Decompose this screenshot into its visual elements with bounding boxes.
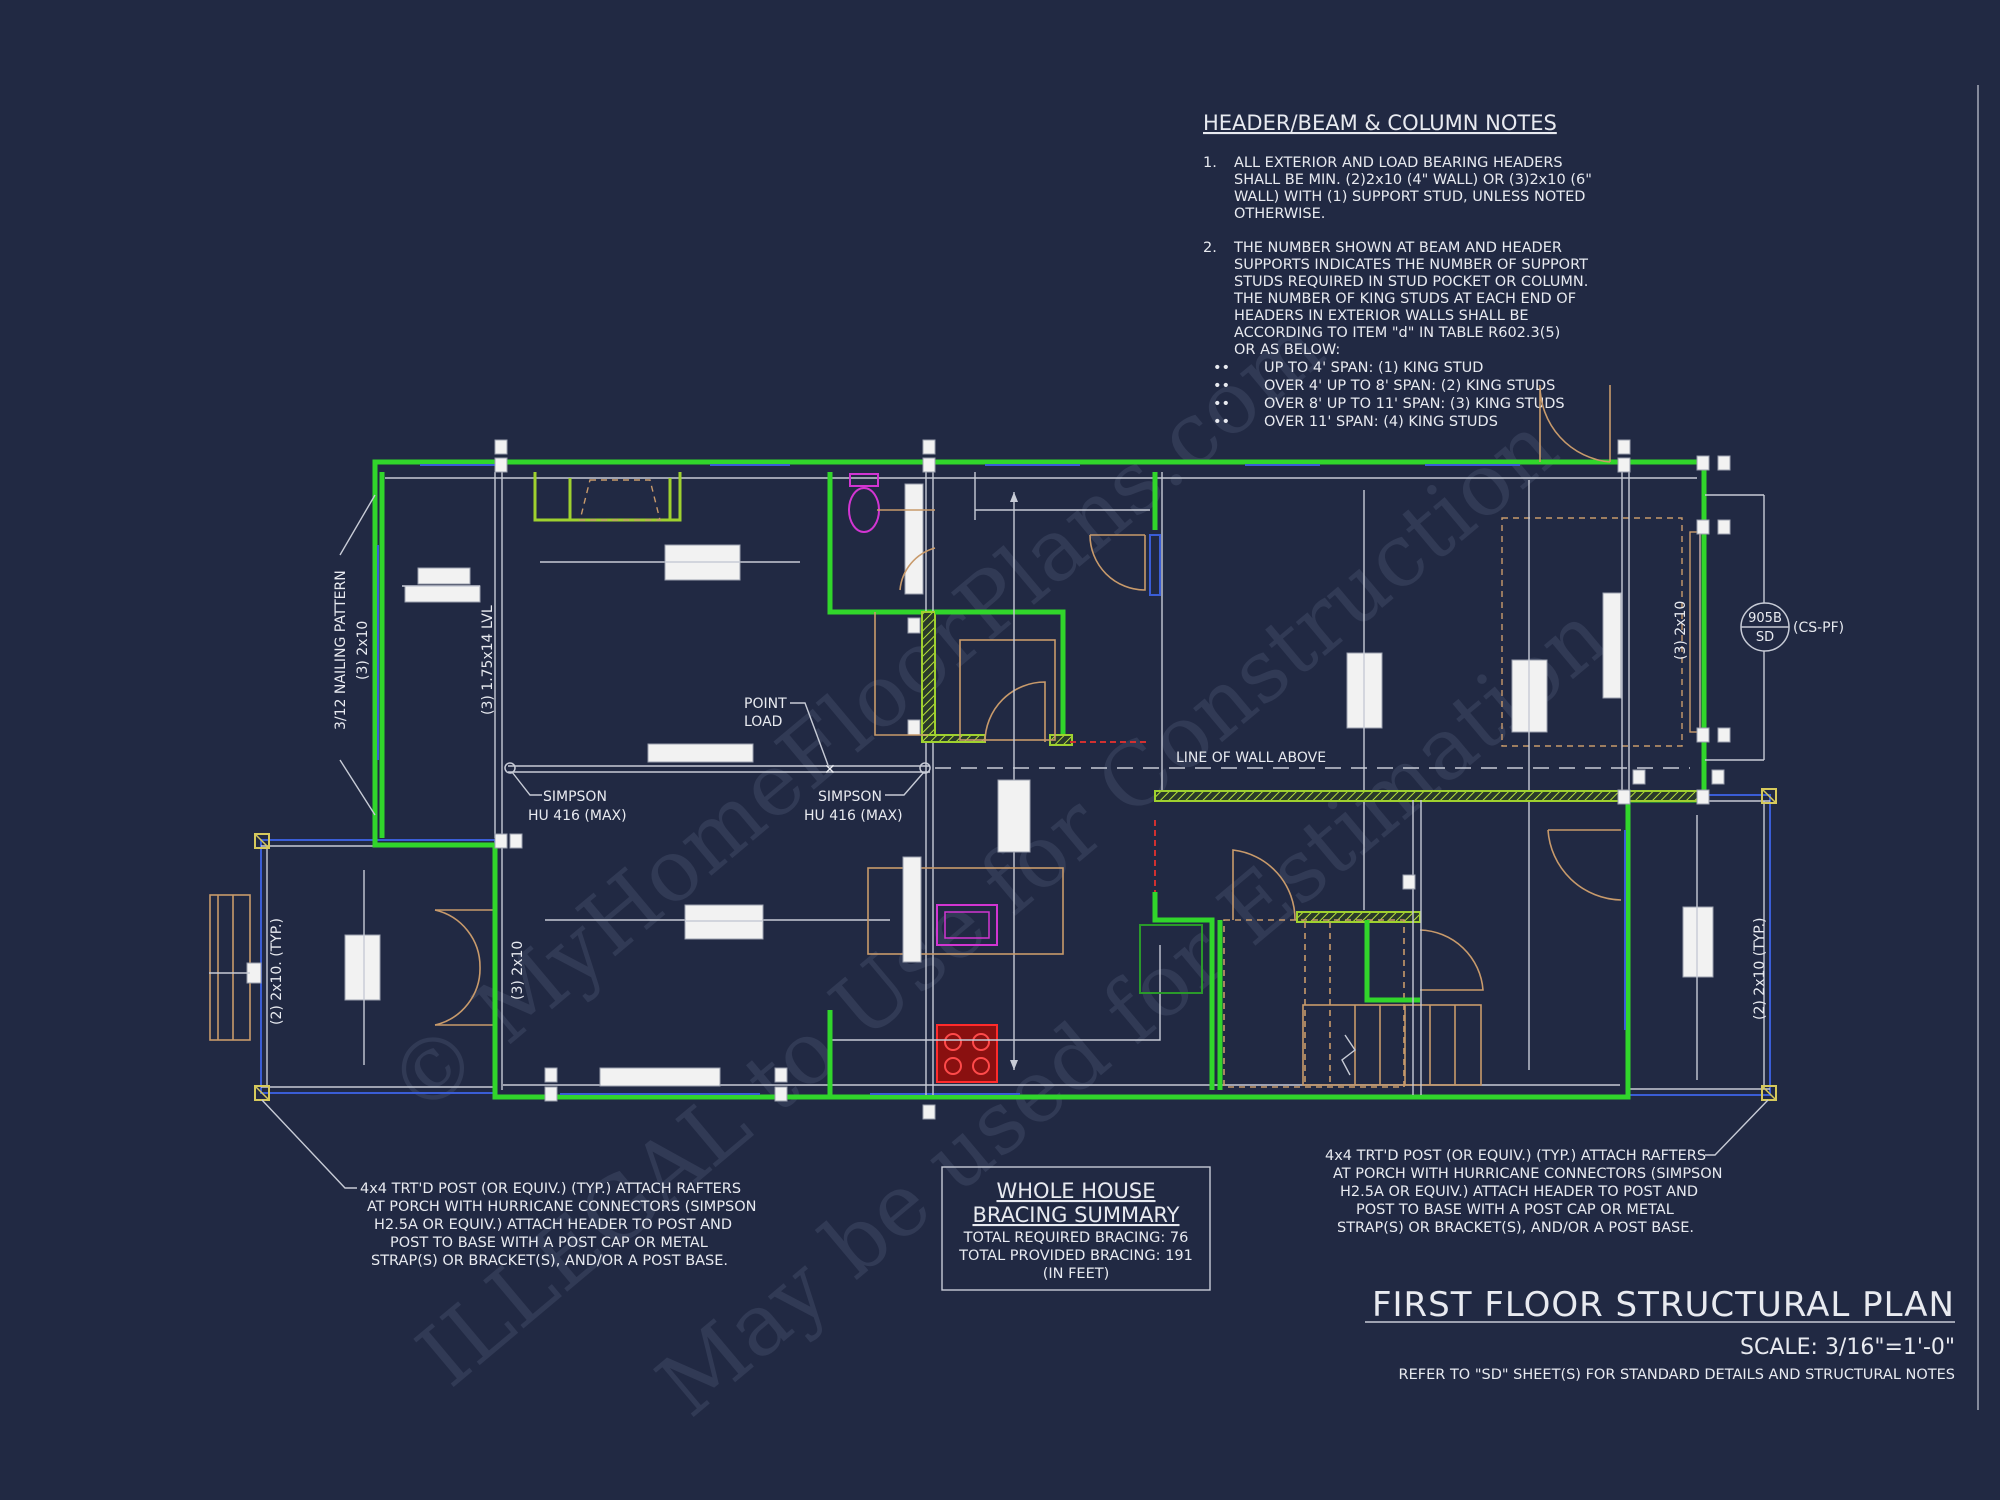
point-load-marker: ✕ — [824, 762, 836, 778]
porch-post-icon — [254, 833, 270, 849]
note-2-line: STUDS REQUIRED IN STUD POCKET OR COLUMN. — [1234, 274, 1588, 290]
note-2-line: THE NUMBER SHOWN AT BEAM AND HEADER — [1233, 240, 1562, 256]
right-post-note-line: POST TO BASE WITH A POST CAP OR METAL — [1356, 1202, 1674, 1218]
detail-callout-bottom: SD — [1756, 630, 1774, 645]
plan-title: FIRST FLOOR STRUCTURAL PLAN — [1372, 1285, 1955, 1325]
note-2-line: SUPPORTS INDICATES THE NUMBER OF SUPPORT — [1234, 257, 1588, 273]
porch-label-block — [344, 934, 381, 1001]
right-rooms: (3) 2x10 905B SD (CS-PF) — [1152, 384, 1844, 1070]
note-2-line: ACCORDING TO ITEM "d" IN TABLE R602.3(5) — [1234, 325, 1560, 341]
exterior-walls — [372, 459, 1707, 1100]
notes-title: HEADER/BEAM & COLUMN NOTES — [1203, 111, 1557, 135]
left-post-note-line: 4x4 TRT'D POST (OR EQUIV.) (TYP.) ATTACH… — [360, 1181, 741, 1197]
left-post-note-line: AT PORCH WITH HURRICANE CONNECTORS (SIMP… — [367, 1199, 757, 1215]
left-post-note-line: H2.5A OR EQUIV.) ATTACH HEADER TO POST A… — [374, 1217, 732, 1233]
note-1-line: SHALL BE MIN. (2)2x10 (4" WALL) OR (3)2x… — [1234, 172, 1592, 188]
plan-scale: SCALE: 3/16"=1'-0" — [1740, 1335, 1955, 1360]
bullet-glyph: •• — [1213, 396, 1230, 412]
simpson-right-label: SIMPSON — [818, 789, 882, 805]
bullet-item: OVER 8' UP TO 11' SPAN: (3) KING STUDS — [1264, 396, 1565, 412]
line-of-wall-above-label: LINE OF WALL ABOVE — [1176, 750, 1326, 766]
right-post-note-line: STRAP(S) OR BRACKET(S), AND/OR A POST BA… — [1337, 1220, 1694, 1236]
porch-step — [209, 894, 251, 1041]
bracing-title-2: BRACING SUMMARY — [972, 1203, 1179, 1227]
note-1-line: OTHERWISE. — [1234, 206, 1325, 222]
simpson-left-label: HU 416 (MAX) — [528, 808, 627, 824]
note-1-number: 1. — [1203, 155, 1217, 171]
left-post-note: 4x4 TRT'D POST (OR EQUIV.) (TYP.) ATTACH… — [261, 1099, 757, 1269]
porch-post-icon — [1761, 788, 1777, 804]
bullet-glyph: •• — [1213, 360, 1230, 376]
stair-area — [1152, 800, 1484, 1095]
detail-callout-top: 905B — [1748, 611, 1782, 626]
title-block: FIRST FLOOR STRUCTURAL PLAN SCALE: 3/16"… — [1365, 1285, 1955, 1383]
entry-header-label: (3) 2x10 — [510, 941, 526, 1000]
simpson-left-label: SIMPSON — [543, 789, 607, 805]
note-2-line: OR AS BELOW: — [1234, 342, 1340, 358]
header-beam-notes: HEADER/BEAM & COLUMN NOTES 1. ALL EXTERI… — [1203, 111, 1592, 430]
right-post-note-line: H2.5A OR EQUIV.) ATTACH HEADER TO POST A… — [1340, 1184, 1698, 1200]
bullet-glyph: •• — [1213, 414, 1230, 430]
bullet-item: UP TO 4' SPAN: (1) KING STUD — [1264, 360, 1483, 376]
left-wing: 3/12 NAILING PATTERN (3) 2x10 (3) 1.75x1… — [333, 472, 503, 1090]
point-load-label: LOAD — [744, 714, 782, 730]
plan-refer-note: REFER TO "SD" SHEET(S) FOR STANDARD DETA… — [1399, 1367, 1955, 1383]
left-post-note-line: POST TO BASE WITH A POST CAP OR METAL — [390, 1235, 708, 1251]
kitchen — [827, 856, 1203, 1095]
bullet-item: OVER 4' UP TO 8' SPAN: (2) KING STUDS — [1264, 378, 1555, 394]
line-of-wall-above: LINE OF WALL ABOVE — [935, 750, 1705, 802]
left-wing-header-label: (3) 2x10 — [355, 621, 371, 680]
right-porch: (2) 2x10 (TYP.) — [1547, 788, 1777, 1101]
left-post-note-line: STRAP(S) OR BRACKET(S), AND/OR A POST BA… — [371, 1253, 728, 1269]
note-2-line: THE NUMBER OF KING STUDS AT EACH END OF — [1233, 291, 1576, 307]
bracing-title-1: WHOLE HOUSE — [996, 1179, 1155, 1203]
bracing-summary-box: WHOLE HOUSE BRACING SUMMARY TOTAL REQUIR… — [941, 1166, 1211, 1291]
bullet-glyph: •• — [1213, 378, 1230, 394]
note-1-line: ALL EXTERIOR AND LOAD BEARING HEADERS — [1234, 155, 1563, 171]
left-porch: (2) 2x10. (TYP.) (3) 2x10 — [209, 833, 526, 1101]
right-wall-header-label: (3) 2x10 — [1673, 601, 1689, 660]
simpson-right-label: HU 416 (MAX) — [804, 808, 903, 824]
note-2-line: HEADERS IN EXTERIOR WALLS SHALL BE — [1234, 308, 1529, 324]
kitchen-island — [867, 867, 1064, 955]
living-area: ✕ POINT LOAD SIMPSON HU 416 (MAX) SIMPSO… — [504, 472, 931, 1102]
column-posts — [494, 439, 1731, 1120]
roof-outline — [1501, 517, 1683, 747]
lvl-beam-label: (3) 1.75x14 LVL — [480, 605, 496, 715]
floor-plan: (2) 2x10. (TYP.) (3) 2x10 (2) 2x10 (TYP — [209, 384, 1844, 1120]
note-1-line: WALL) WITH (1) SUPPORT STUD, UNLESS NOTE… — [1234, 189, 1585, 205]
point-load-label: POINT — [744, 696, 787, 712]
range-stove-icon — [936, 1024, 998, 1083]
nailing-pattern-label: 3/12 NAILING PATTERN — [333, 570, 349, 730]
bracing-required: TOTAL REQUIRED BRACING: 76 — [963, 1230, 1189, 1246]
bullet-item: OVER 11' SPAN: (4) KING STUDS — [1264, 414, 1498, 430]
toilet-icon — [848, 487, 880, 533]
note-2-number: 2. — [1203, 240, 1217, 256]
right-post-note-line: AT PORCH WITH HURRICANE CONNECTORS (SIMP… — [1333, 1166, 1723, 1182]
detail-callout-reference: (CS-PF) — [1793, 620, 1844, 636]
porch-left-header-label: (2) 2x10. (TYP.) — [269, 918, 285, 1025]
porch-post-icon — [1761, 1085, 1777, 1101]
sink-icon — [936, 904, 998, 946]
central-core — [827, 472, 1161, 1095]
porch-right-header-label: (2) 2x10 (TYP.) — [1752, 918, 1768, 1020]
right-post-note: 4x4 TRT'D POST (OR EQUIV.) (TYP.) ATTACH… — [1325, 1099, 1769, 1236]
bracing-provided: TOTAL PROVIDED BRACING: 191 — [958, 1248, 1193, 1264]
right-post-note-line: 4x4 TRT'D POST (OR EQUIV.) (TYP.) ATTACH… — [1325, 1148, 1706, 1164]
bracing-units: (IN FEET) — [1043, 1266, 1110, 1282]
fridge-icon — [1139, 924, 1203, 994]
